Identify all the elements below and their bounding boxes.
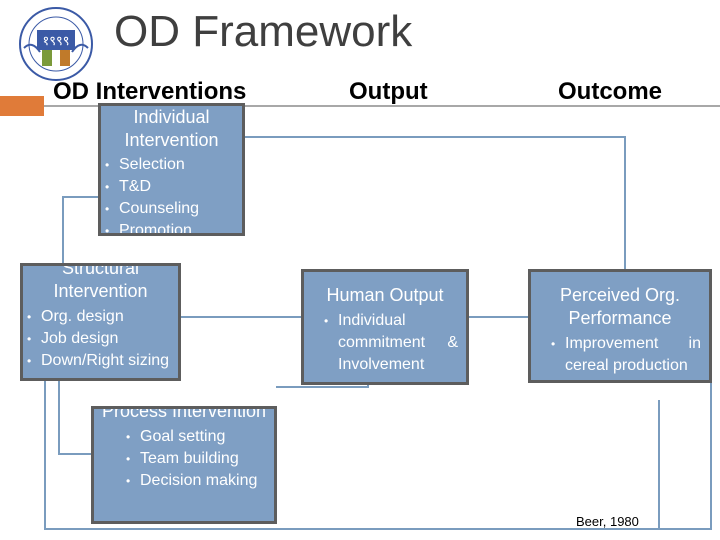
individual-intervention-box: Individual Intervention Selection T&D Co… (98, 103, 245, 236)
list-item: Job design (23, 328, 178, 350)
structural-intervention-box: Structural Intervention Org. design Job … (20, 263, 181, 381)
box-title: Structural Intervention (53, 263, 148, 301)
header-outcome: Outcome (558, 78, 663, 105)
connector-line (62, 196, 100, 198)
list-item: Improvement in cereal production (547, 333, 701, 377)
list-item: Org. design (23, 306, 178, 328)
list-item: Goal setting (122, 426, 274, 448)
list-item: Selection (101, 154, 242, 176)
performance-box: Perceived Org. Performance Improvement i… (528, 269, 712, 383)
connector-line (468, 316, 530, 318)
connector-line (44, 528, 712, 530)
box-title: Individual Intervention (124, 107, 219, 150)
list-item: Decision making (122, 470, 274, 492)
connector-line (44, 362, 46, 530)
list-item: T&D (101, 176, 242, 198)
item-list: Improvement in cereal production (531, 333, 709, 377)
list-item: Counseling (101, 198, 242, 220)
svg-text:१९९९: १९९९ (42, 34, 69, 49)
connector-line (180, 316, 302, 318)
item-list: Selection T&D Counseling Promotion (101, 154, 242, 233)
connector-line (276, 386, 368, 388)
slide-title: OD Framework (114, 7, 413, 56)
connector-line (58, 380, 60, 454)
university-logo: १९९९ (4, 4, 108, 84)
box-title: Human Output (326, 285, 444, 305)
title-divider (44, 105, 720, 107)
connector-line (58, 453, 92, 455)
box-title: Process Intervention (101, 406, 267, 421)
connector-line (658, 400, 660, 528)
list-item: Individual commitment & Involvement (320, 310, 458, 376)
human-output-box: Human Output Individual commitment & Inv… (301, 269, 469, 385)
item-list: Individual commitment & Involvement (304, 310, 466, 376)
connector-line (624, 136, 626, 270)
connector-line (710, 381, 712, 530)
header-output: Output (349, 78, 428, 105)
connector-line (245, 136, 625, 138)
list-item: Down/Right sizing (23, 350, 178, 372)
item-list: Org. design Job design Down/Right sizing (23, 306, 178, 372)
header-interventions: OD Interventions (53, 78, 247, 105)
box-title: Perceived Org. Performance (559, 285, 681, 328)
source-citation: Beer, 1980 (576, 514, 639, 529)
list-item: Promotion (101, 220, 242, 233)
item-list: Goal setting Team building Decision maki… (94, 426, 274, 492)
process-intervention-box: Process Intervention Goal setting Team b… (91, 406, 277, 524)
connector-line (62, 196, 64, 264)
list-item: Team building (122, 448, 274, 470)
connector-line (367, 384, 369, 388)
accent-bar (0, 96, 44, 116)
